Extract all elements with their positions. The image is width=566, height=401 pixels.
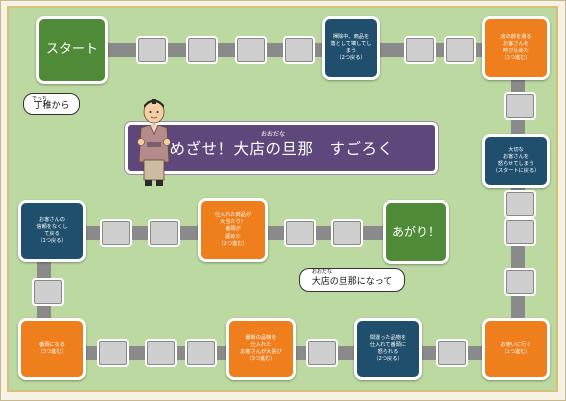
board-space[interactable]	[444, 36, 476, 64]
event-square[interactable]: 番頭になる （3つ進む）	[18, 318, 86, 380]
board-space[interactable]	[32, 278, 64, 306]
board-space[interactable]	[436, 339, 468, 367]
board-space[interactable]	[283, 36, 315, 64]
title-banner: おおだな めざせ！大店の旦那 すごろく	[125, 122, 438, 174]
board-space[interactable]	[145, 339, 177, 367]
board-space[interactable]	[331, 219, 363, 247]
merchant-illustration	[137, 99, 171, 186]
event-square[interactable]: 大切な お客さんを 怒らせてしまう （スタートに戻る）	[482, 134, 550, 188]
goal-square[interactable]: あがり！	[383, 200, 449, 264]
event-text: 間違った品物を 仕入れて番頭に 怒られる （2つ戻る）	[369, 334, 407, 363]
event-square[interactable]: 店の前を通る お客さんを 呼び込めた （1つ進む）	[482, 16, 550, 80]
board-space[interactable]	[235, 36, 267, 64]
event-square[interactable]: お使いに行く （1つ進む）	[482, 318, 550, 380]
event-square[interactable]: お客さんの 信頼をなくし て戻る （1つ戻る）	[18, 200, 86, 262]
board-space[interactable]	[148, 219, 180, 247]
event-square[interactable]: 仕入れた商品が 大当たり！ 番頭が 認めた （2つ進む）	[198, 198, 268, 262]
board-space[interactable]	[100, 219, 132, 247]
event-text: 店の前を通る お客さんを 呼び込めた （1つ進む）	[500, 33, 532, 62]
goal-callout-ruby: おおだな	[312, 269, 333, 275]
goal-callout-text: 大店の旦那になって	[311, 276, 393, 287]
board-space[interactable]	[404, 36, 436, 64]
event-square[interactable]: 間違った品物を 仕入れて番頭に 怒られる （2つ戻る）	[354, 318, 422, 380]
event-text: お使いに行く （1つ進む）	[500, 341, 532, 355]
start-label: スタート	[45, 42, 98, 58]
event-text: 番頭になる （3つ進む）	[37, 341, 67, 355]
event-text: 大切な お客さんを 怒らせてしまう （スタートに戻る）	[492, 146, 540, 175]
start-callout: 丁稚から	[23, 93, 80, 115]
board-space[interactable]	[284, 219, 316, 247]
board-space[interactable]	[504, 190, 536, 218]
board-space[interactable]	[185, 339, 217, 367]
event-text: 仕入れた商品が 大当たり！ 番頭が 認めた （2つ進む）	[214, 212, 252, 247]
goal-callout: 大店の旦那になって	[299, 268, 405, 292]
page-title: めざせ！大店の旦那 すごろく	[169, 140, 394, 158]
goal-label: あがり！	[391, 224, 440, 239]
start-callout-text: 丁稚から	[33, 100, 70, 111]
event-square[interactable]: 最新の品物を 仕入れた お客さんが大喜び （3つ進む）	[226, 318, 296, 380]
board-space[interactable]	[504, 218, 536, 246]
board-space[interactable]	[186, 36, 218, 64]
title-ruby: おおだな	[261, 131, 286, 138]
board-space[interactable]	[306, 339, 338, 367]
board-space[interactable]	[504, 268, 536, 296]
board-space[interactable]	[136, 36, 168, 64]
event-text: 最新の品物を 仕入れた お客さんが大喜び （3つ進む）	[240, 334, 282, 363]
board-space[interactable]	[504, 92, 536, 120]
start-callout-ruby: でっち	[32, 96, 48, 102]
event-text: お客さんの 信頼をなくし て戻る （1つ戻る）	[36, 216, 68, 245]
start-square[interactable]: スタート	[36, 16, 108, 84]
board-space[interactable]	[97, 339, 129, 367]
event-text: 掃除中、商品を 落として壊してしまう （2つ戻る）	[330, 33, 372, 62]
event-square[interactable]: 掃除中、商品を 落として壊してしまう （2つ戻る）	[322, 16, 380, 80]
